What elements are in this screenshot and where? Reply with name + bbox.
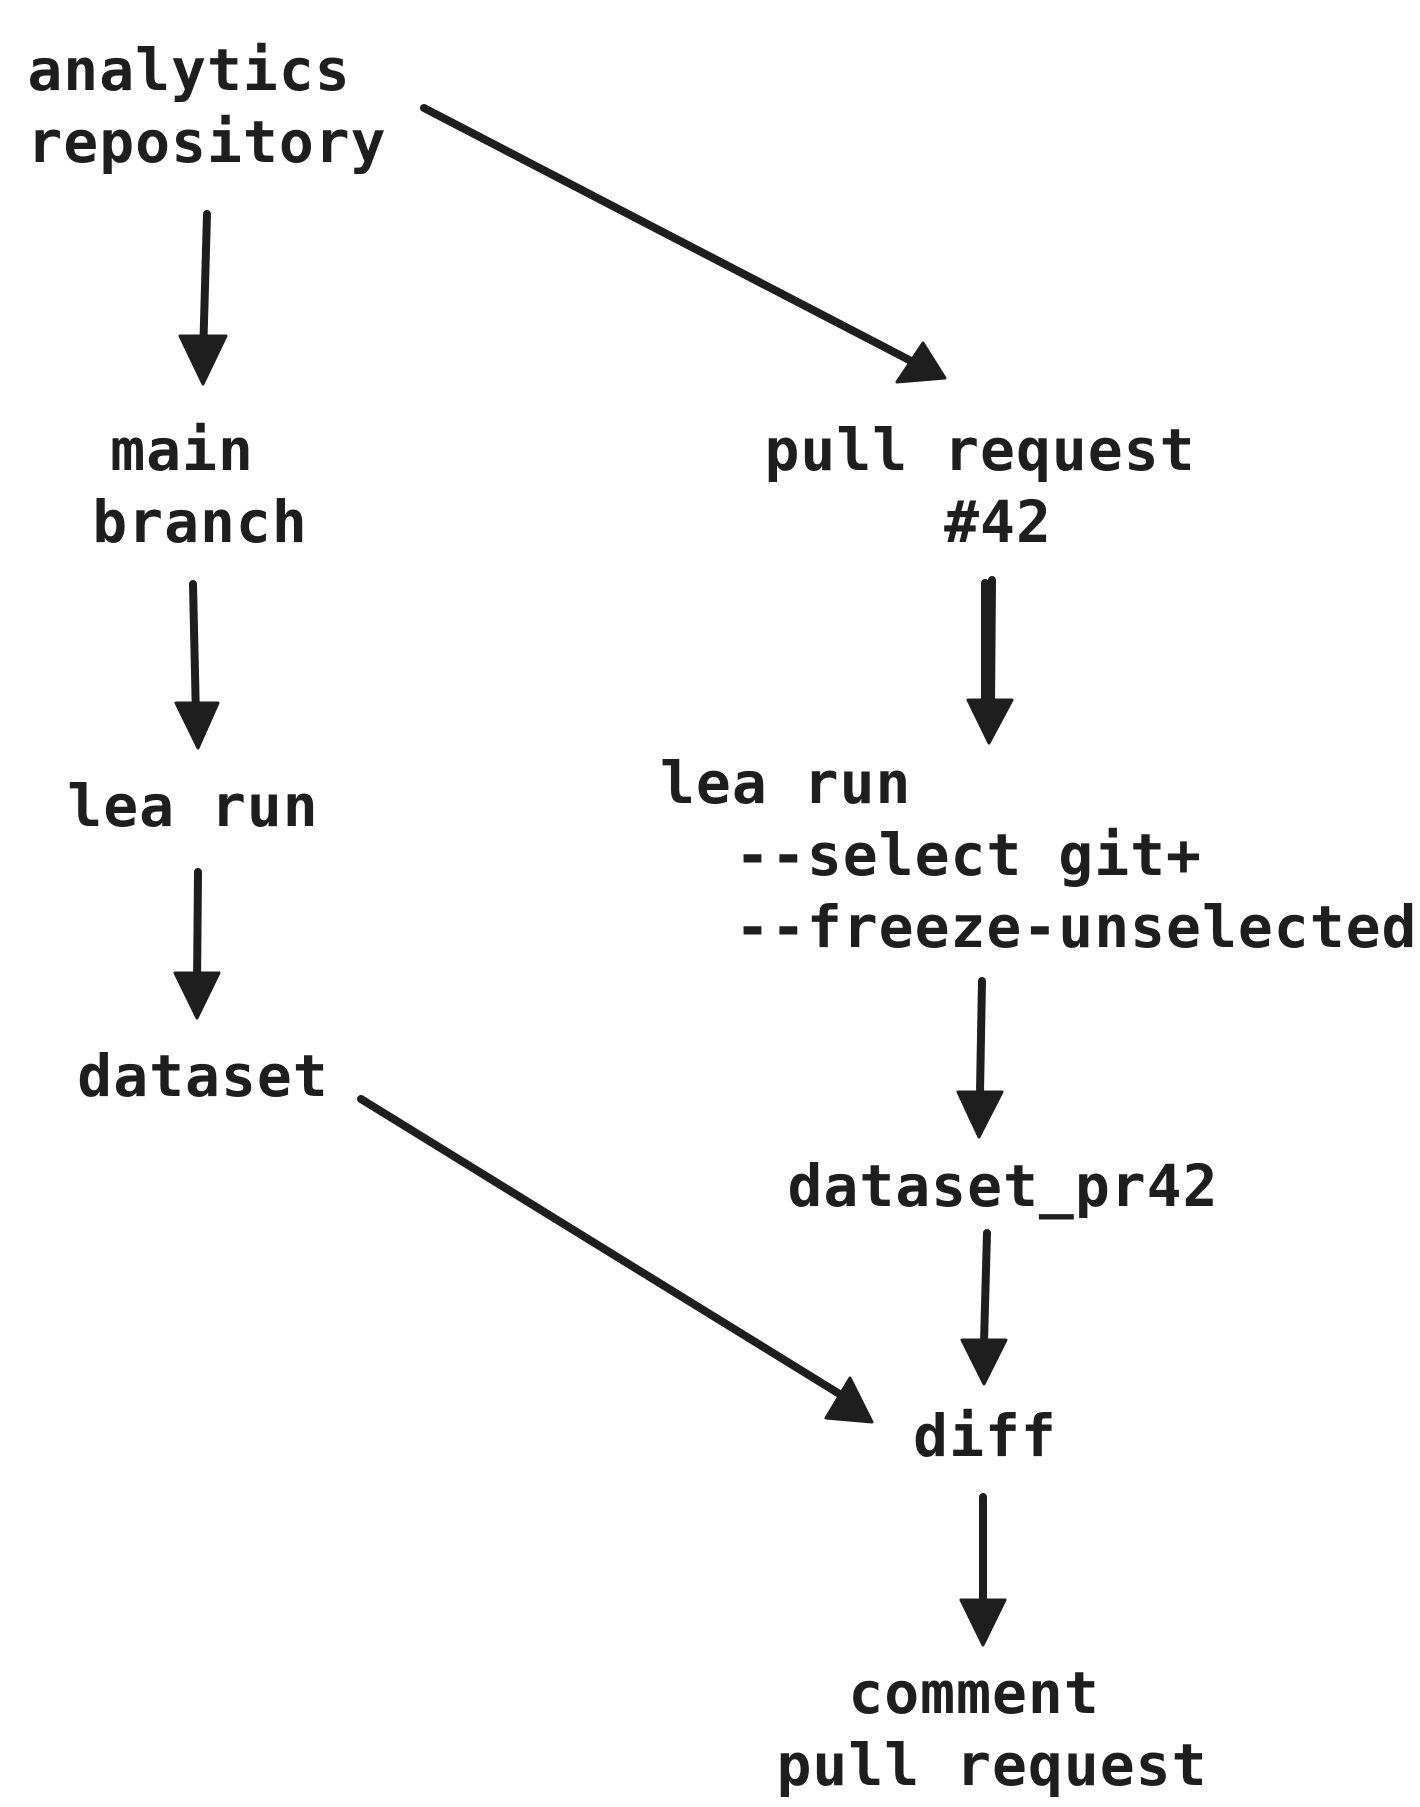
node-lea-run-main: lea run [67, 772, 318, 840]
node-dataset-pr42: dataset_pr42 [787, 1152, 1218, 1220]
node-label-line: repository [27, 108, 386, 176]
node-label-line: pull request [776, 1731, 1207, 1799]
node-label-line: analytics [27, 36, 350, 104]
node-diff: diff [913, 1402, 1057, 1470]
node-main-branch: main branch [92, 416, 308, 556]
node-label-line: dataset [77, 1042, 328, 1110]
node-pull-request-42: pull request #42 [765, 416, 1232, 556]
node-label-line: lea run [660, 749, 911, 817]
edge-repo-to-pr [420, 104, 947, 384]
node-label-line: diff [913, 1402, 1057, 1470]
node-label-line: #42 [944, 488, 1052, 556]
node-comment-pull-request: comment pull request [776, 1659, 1207, 1799]
node-label-line: branch [92, 488, 308, 556]
edge-repo-to-main [178, 210, 228, 386]
node-lea-run-pr: lea run --select git+ --freeze-unselecte… [660, 749, 1417, 961]
node-label-line: comment [848, 1659, 1099, 1727]
node-label-line: lea run [67, 772, 318, 840]
edge-dataset-pr-to-diff [960, 1229, 1008, 1386]
edge-lea-pr-to-dataset-pr [956, 977, 1004, 1139]
node-label-line: main [110, 416, 254, 484]
node-label-line: --freeze-unselected [735, 893, 1417, 961]
node-dataset: dataset [77, 1042, 328, 1110]
edge-lea-main-to-dataset [173, 868, 221, 1020]
node-label-line: pull request [765, 416, 1196, 484]
edge-pr-to-lea-pr [966, 576, 1014, 745]
edge-dataset-to-diff [357, 1095, 874, 1424]
edge-main-to-lea-main [174, 580, 220, 750]
edge-diff-to-comment [959, 1493, 1007, 1647]
edges [173, 104, 1014, 1647]
nodes: analytics repository main branch pull re… [27, 36, 1417, 1799]
node-analytics-repository: analytics repository [27, 36, 386, 176]
node-label-line: dataset_pr42 [787, 1152, 1218, 1220]
node-label-line: --select git+ [735, 821, 1202, 889]
